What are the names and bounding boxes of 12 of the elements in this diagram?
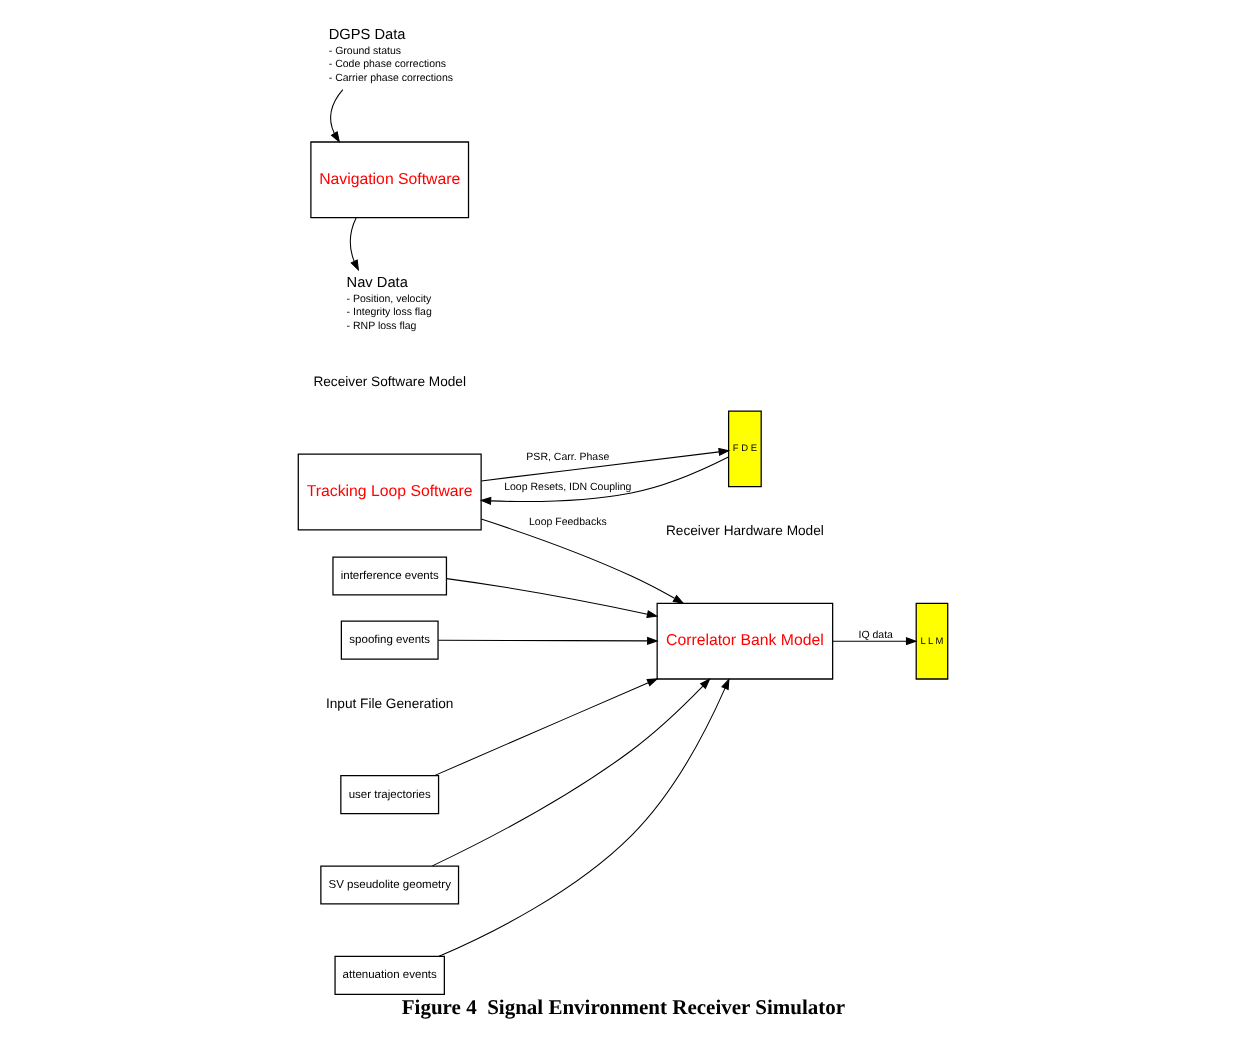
arrow [446,577,659,618]
arrow [438,676,730,956]
arrow [832,636,918,645]
arrow [480,446,731,481]
arrow [349,216,360,271]
arrow [480,517,685,603]
arrow [437,635,659,644]
arrow [330,88,344,142]
arrow [431,677,711,866]
arrow [433,677,659,776]
arrow [479,455,729,504]
caption: Figure 4 Signal Environment Receiver Simulator [401,997,846,1020]
